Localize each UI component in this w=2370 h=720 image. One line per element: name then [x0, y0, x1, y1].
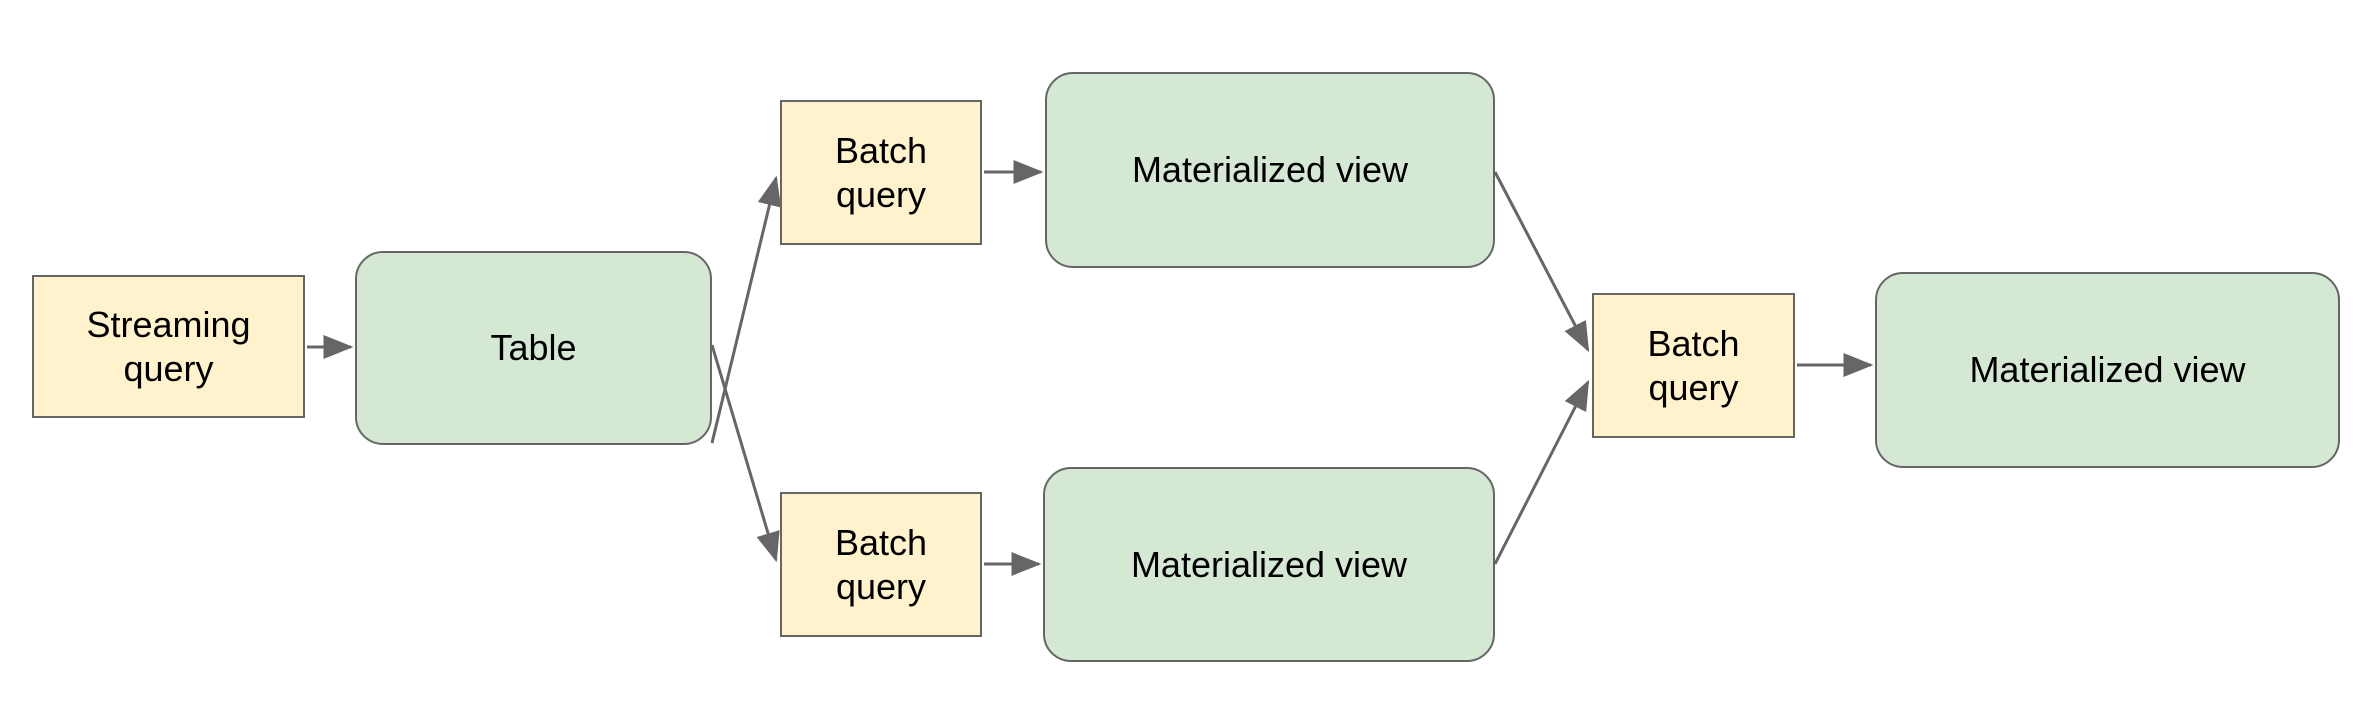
node-batch-query-middle[interactable]: Batch query	[1592, 293, 1795, 438]
node-label-batch-query-top: Batch query	[834, 130, 928, 215]
node-label-materialized-view-final: Materialized view	[1969, 349, 2246, 391]
node-label-batch-query-middle: Batch query	[1647, 323, 1740, 408]
node-label-materialized-view-top: Materialized view	[1131, 149, 1409, 191]
node-materialized-view-final[interactable]: Materialized view	[1875, 272, 2340, 468]
node-label-batch-query-bottom: Batch query	[834, 522, 928, 607]
node-label-materialized-view-bottom: Materialized view	[1130, 543, 1408, 585]
node-batch-query-top[interactable]: Batch query	[780, 100, 982, 245]
node-materialized-view-top[interactable]: Materialized view	[1045, 72, 1495, 268]
node-label-streaming-query: Streaming query	[86, 304, 251, 389]
node-batch-query-bottom[interactable]: Batch query	[780, 492, 982, 637]
edge-table-to-batch-top	[710, 175, 782, 444]
edge-mv-top-to-batch-middle	[1493, 171, 1590, 353]
node-materialized-view-bottom[interactable]: Materialized view	[1043, 467, 1495, 662]
node-streaming-query[interactable]: Streaming query	[32, 275, 305, 418]
node-label-table: Table	[490, 327, 577, 369]
edge-mv-bottom-to-batch-middle	[1493, 379, 1590, 565]
edge-table-to-batch-bottom	[710, 344, 780, 563]
node-table[interactable]: Table	[355, 251, 712, 445]
